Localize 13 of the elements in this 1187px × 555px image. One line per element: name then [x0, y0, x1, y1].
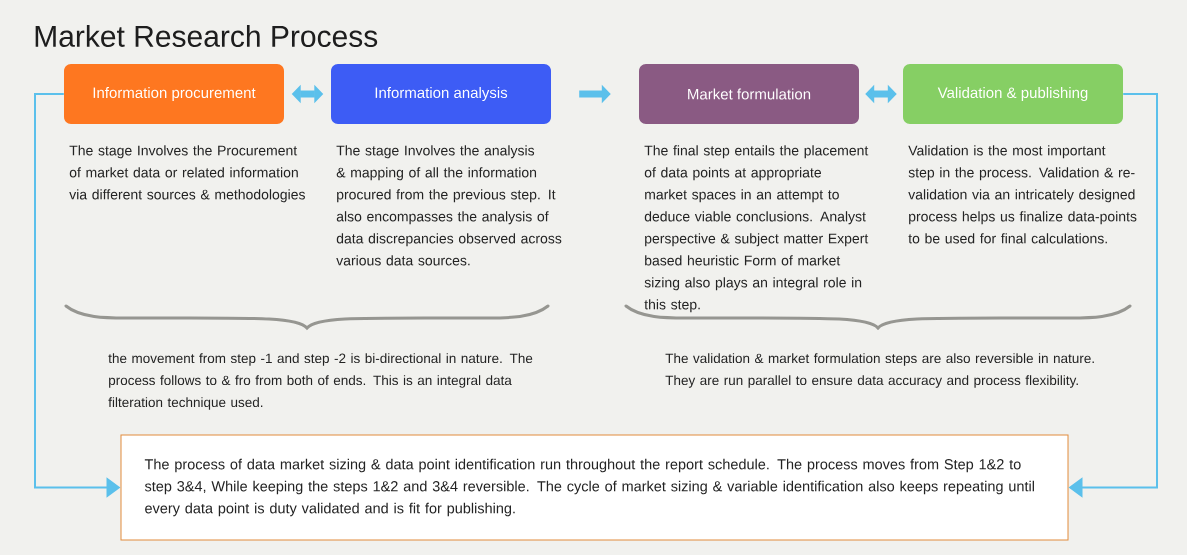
description-text: The stage Involves the analysis & mapping of all the information procured from the previous step. It also encompasses the analysis of data discrepancies observed across various data sources. — [336, 145, 562, 266]
stage-box: Information analysis — [331, 64, 551, 124]
summary-box: The process of data market sizing & data point identification run throughout the report schedule. The process moves from Step 1&2 to step 3&4, While keeping the steps 1&2 and 3&4 reversible. The cycle of market sizing & variable identification also keeps repeating until every data point is duty validated and is fit for publishing. — [120, 434, 1069, 541]
description-text: Validation is the most important step in the process. Validation & re-validation via an intricately designed process helps us finalize data-points to be used for final calculations. — [908, 145, 1137, 244]
description-text: The final step entails the placement of data points at appropriate market spaces in an attempt to deduce viable conclusions. Analyst perspective & subject matter Expert based heuristic Form of market sizing also plays an integral role in this step. — [644, 145, 869, 313]
stage-box: Market formulation — [639, 64, 859, 124]
stage-box: Validation & publishing — [903, 64, 1123, 124]
note-text: The validation & market formulation steps are also reversible in nature. They are run parallel to ensure data accuracy and process flexibility. — [665, 353, 1094, 388]
title: Market Research Process — [35, 25, 378, 47]
stage-box: Information procurement — [64, 64, 284, 124]
description-text: The stage Involves the Procurement of market data or related information via different sources & methodologies — [69, 145, 305, 203]
note-text: the movement from step -1 and step -2 is bi-directional in nature. The process follows to & fro from both of ends. This is an integral data filteration technique used. — [108, 353, 533, 410]
arrow — [865, 84, 897, 104]
